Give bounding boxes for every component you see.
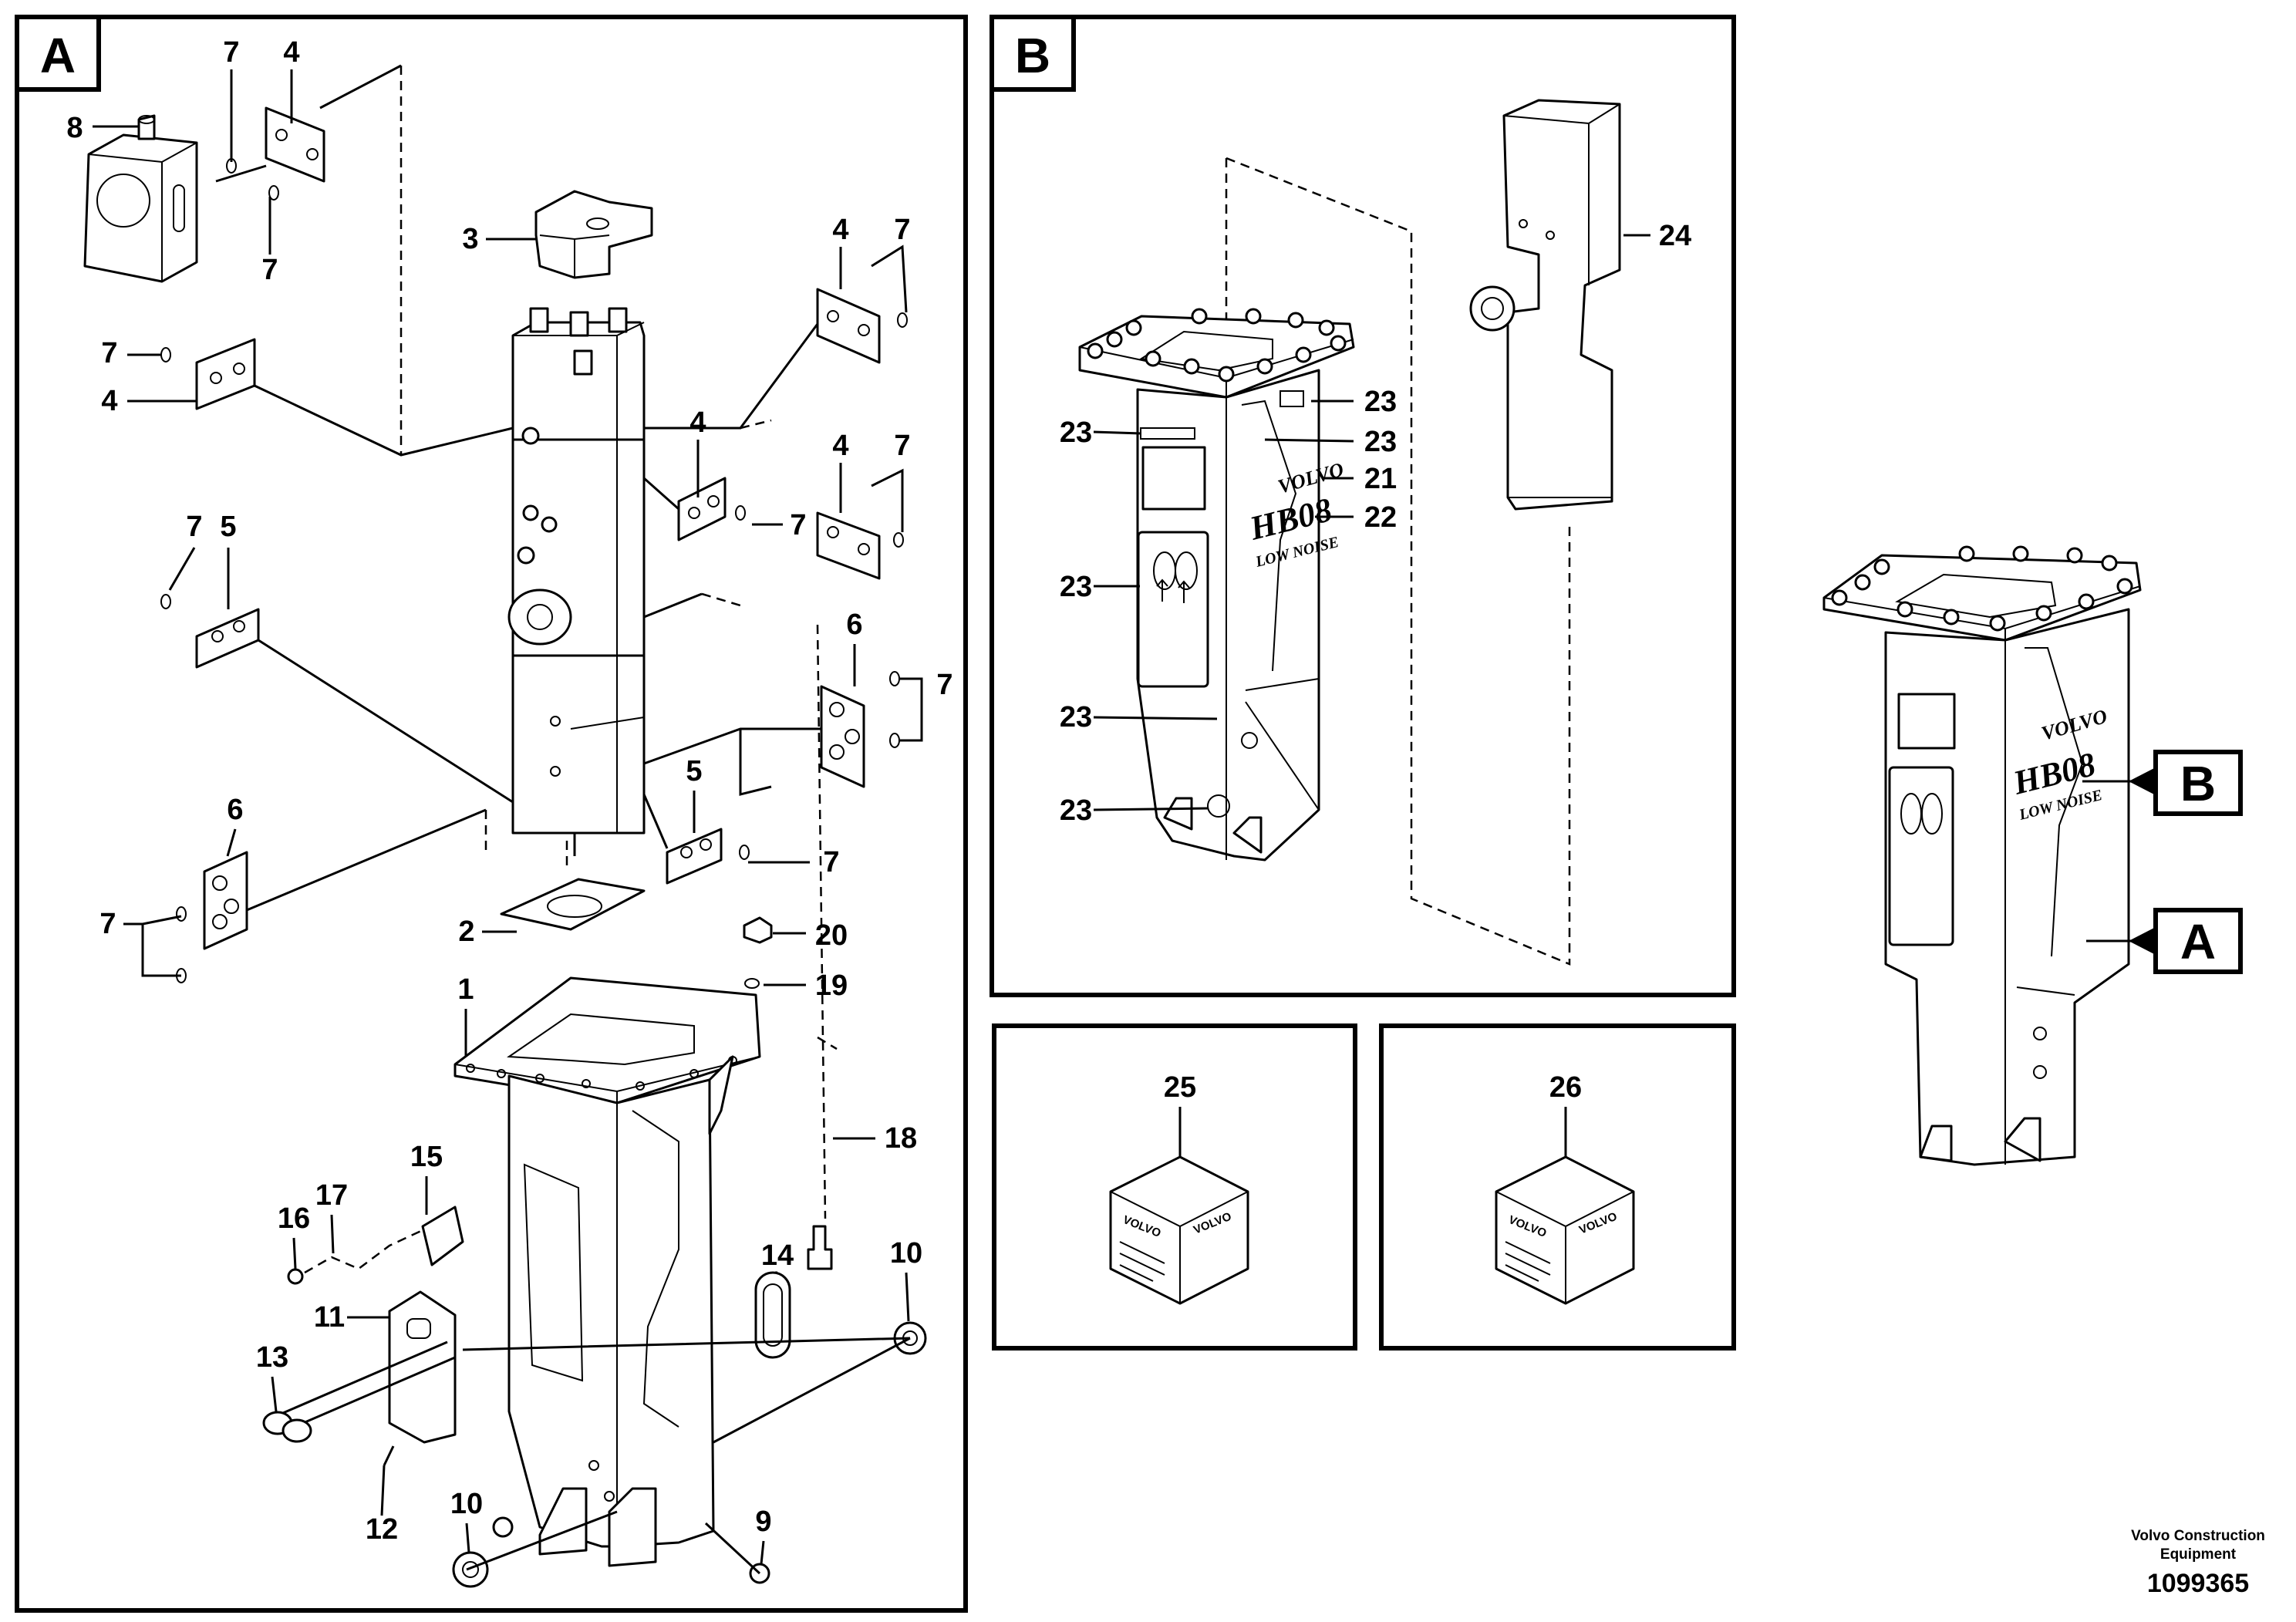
- kit-panel-26-frame: [1379, 1023, 1736, 1351]
- callout-23: 23: [1060, 571, 1092, 603]
- shim-plate-4d: [677, 477, 727, 541]
- side-bracket: [83, 133, 198, 283]
- callout-20: 20: [815, 919, 848, 952]
- bolt-18: [807, 1225, 833, 1270]
- callout-4: 4: [689, 406, 706, 439]
- callout-23: 23: [1364, 426, 1397, 458]
- callout-25: 25: [1164, 1071, 1196, 1104]
- buffer-cross: [534, 190, 653, 279]
- lower-cylinder: [511, 654, 646, 835]
- panel-a-letter-box: [15, 15, 101, 92]
- callout-5: 5: [220, 511, 236, 543]
- shim-plate-6b: [203, 851, 248, 950]
- nut-20: [743, 916, 773, 944]
- callout-7: 7: [261, 254, 278, 286]
- washer-19: [744, 978, 760, 989]
- callout-11: 11: [314, 1301, 345, 1334]
- panel-b-callouts: 24 23 23 23 21 22 23 23 23: [1060, 220, 1691, 827]
- view-tag-a: A: [2086, 908, 2243, 974]
- shim-plate-5a: [195, 608, 260, 669]
- housing-body: [507, 1074, 715, 1548]
- svg-text:A: A: [2180, 914, 2216, 969]
- upper-block: [511, 321, 646, 441]
- panel-b-letter-box: [990, 15, 1076, 92]
- callout-12: 12: [366, 1513, 398, 1546]
- screw-12: [383, 1445, 395, 1466]
- view-tag-b: B: [2082, 750, 2243, 816]
- side-cover-plate: [388, 1290, 457, 1444]
- panel-a-letter: A: [40, 28, 76, 83]
- callout-22: 22: [1364, 501, 1397, 534]
- callout-2: 2: [458, 916, 474, 948]
- callout-18: 18: [885, 1122, 917, 1155]
- callout-14: 14: [761, 1239, 794, 1272]
- panel-b-letter: B: [1015, 28, 1050, 83]
- callout-15: 15: [410, 1141, 443, 1173]
- callout-7: 7: [823, 846, 839, 878]
- panel-a-drawing: [83, 64, 927, 1588]
- company-name-line2: Equipment: [2159, 1546, 2237, 1563]
- document-number: 1099365: [2146, 1569, 2250, 1598]
- panel-b-drawing: VOLVO HB08 LOW NOISE: [1078, 99, 1621, 966]
- callout-5: 5: [686, 755, 702, 787]
- company-name-line1: Volvo Construction: [2131, 1528, 2265, 1544]
- wear-plate: [500, 878, 646, 931]
- panel-a-callouts: 7 4 8 7 3 4 7 7 4 4 7 4 7 7 5 6 7 5 7: [66, 36, 953, 1565]
- accumulator: [507, 588, 572, 646]
- callout-1: 1: [457, 973, 474, 1006]
- callout-10: 10: [450, 1488, 483, 1520]
- callout-13: 13: [256, 1341, 288, 1374]
- callout-17: 17: [315, 1179, 348, 1212]
- callout-4: 4: [832, 430, 848, 462]
- callout-4: 4: [101, 385, 117, 417]
- shim-plate-4b: [816, 288, 881, 364]
- callout-7: 7: [894, 214, 910, 246]
- callout-3: 3: [462, 223, 478, 255]
- pin-assembly: [277, 1340, 456, 1432]
- callout-23: 23: [1060, 701, 1092, 733]
- callout-23: 23: [1364, 386, 1397, 418]
- callout-7: 7: [936, 669, 952, 701]
- cover-plate: [421, 1206, 464, 1266]
- callout-21: 21: [1364, 463, 1397, 495]
- callout-6: 6: [846, 609, 862, 641]
- callout-24: 24: [1659, 220, 1691, 252]
- callout-10: 10: [890, 1237, 922, 1270]
- callout-23: 23: [1060, 416, 1092, 449]
- callout-4: 4: [283, 36, 299, 69]
- shim-plate-4a: [265, 106, 325, 183]
- callout-23: 23: [1060, 794, 1092, 827]
- svg-text:B: B: [2180, 756, 2216, 811]
- callout-6: 6: [227, 794, 243, 826]
- panel-a-frame: [15, 15, 968, 1613]
- footer-credit: Volvo Construction Equipment 1099365: [2106, 1527, 2291, 1599]
- callout-7: 7: [223, 36, 239, 69]
- overview-hammer: VOLVO HB08 LOW NOISE: [1822, 545, 2142, 1166]
- callout-7: 7: [894, 430, 910, 462]
- callout-16: 16: [278, 1202, 310, 1235]
- callout-7: 7: [186, 511, 202, 543]
- shim-plate-4c: [195, 338, 256, 410]
- callout-7: 7: [99, 908, 116, 940]
- callout-4: 4: [832, 214, 848, 246]
- shim-plate-5b: [666, 828, 723, 885]
- tool-chisel: [1502, 99, 1621, 511]
- shim-plate-4e: [816, 511, 881, 580]
- callout-7: 7: [101, 337, 117, 369]
- seal-ring-lower: [452, 1551, 489, 1588]
- panel-b-frame: [990, 15, 1736, 997]
- kit-25: 25 VOLVO VOLVO: [1109, 1071, 1249, 1305]
- callout-7: 7: [790, 509, 806, 541]
- oval-plug: [754, 1271, 791, 1359]
- hammer-top-flange: [1078, 315, 1355, 399]
- kit-panel-25-frame: [992, 1023, 1357, 1351]
- callout-26: 26: [1549, 1071, 1582, 1104]
- callout-9: 9: [755, 1506, 771, 1538]
- shim-plate-6a: [820, 685, 865, 788]
- callout-8: 8: [66, 112, 83, 144]
- callout-19: 19: [815, 969, 848, 1002]
- kit-26: 26 VOLVO VOLVO: [1495, 1071, 1635, 1305]
